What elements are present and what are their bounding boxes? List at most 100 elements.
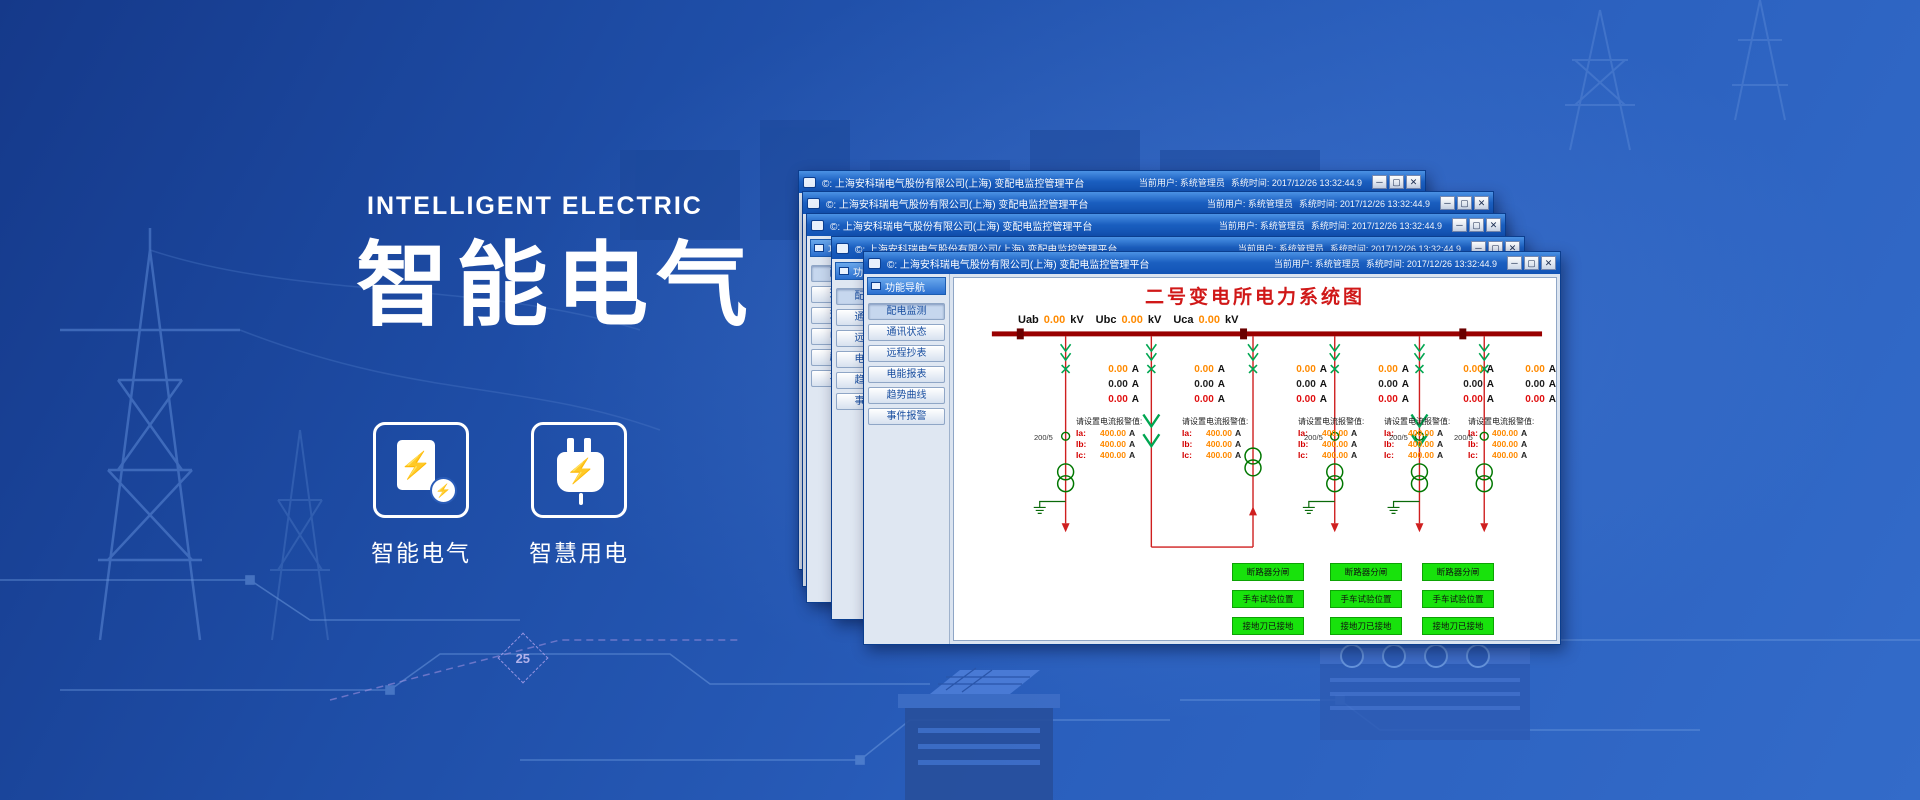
- feature-smart-power: ⚡ 智慧用电: [529, 422, 629, 568]
- plug-prong: [584, 438, 591, 453]
- status-label: 断路器分闸: [1330, 563, 1402, 581]
- window-title: ©: 上海安科瑞电气股份有限公司(上海) 变配电监控管理平台: [830, 221, 1093, 233]
- window-titlebar[interactable]: ©: 上海安科瑞电气股份有限公司(上海) 变配电监控管理平台 当前用户: 系统管…: [864, 252, 1560, 274]
- window-title: ©: 上海安科瑞电气股份有限公司(上海) 变配电监控管理平台: [887, 259, 1150, 271]
- system-time-label: 系统时间: 2017/12/26 13:32:44.9: [1230, 177, 1362, 188]
- breaker-symbols: [1059, 343, 1490, 374]
- window-titlebar[interactable]: ©: 上海安科瑞电气股份有限公司(上海) 变配电监控管理平台 当前用户: 系统管…: [807, 214, 1505, 236]
- close-button[interactable]: ✕: [1541, 256, 1556, 270]
- ct-ratio-label: 200/5: [1304, 433, 1323, 442]
- window-icon: [803, 176, 816, 188]
- window-titlebar[interactable]: ©: 上海安科瑞电气股份有限公司(上海) 变配电监控管理平台 当前用户: 系统管…: [799, 171, 1425, 193]
- close-button[interactable]: ✕: [1486, 218, 1501, 232]
- maximize-button[interactable]: ▢: [1469, 218, 1484, 232]
- app-window-front[interactable]: ©: 上海安科瑞电气股份有限公司(上海) 变配电监控管理平台 当前用户: 系统管…: [863, 251, 1561, 645]
- voltage-value: 0.00: [1121, 314, 1143, 326]
- ct-symbols: [1060, 431, 1489, 441]
- nav-item-0[interactable]: 配电监测: [868, 303, 945, 320]
- status-label: 断路器分闸: [1422, 563, 1494, 581]
- close-button[interactable]: ✕: [1474, 196, 1489, 210]
- window-titlebar[interactable]: ©: 上海安科瑞电气股份有限公司(上海) 变配电监控管理平台 当前用户: 系统管…: [803, 192, 1493, 214]
- meter-badge-shape: ⚡: [430, 477, 457, 504]
- meter-body-shape: ⚡: [397, 440, 435, 490]
- load-arrow-icons: [1061, 506, 1489, 533]
- nav-item-1[interactable]: 通讯状态: [868, 324, 945, 341]
- window-icon: [807, 197, 820, 209]
- nav-item-3[interactable]: 电能报表: [868, 366, 945, 383]
- current-user-label: 当前用户: 系统管理员: [1237, 243, 1324, 254]
- monitor-icon: [814, 244, 824, 252]
- voltage-value: 0.00: [1198, 314, 1220, 326]
- voltage-label: Ubc: [1095, 314, 1117, 326]
- window-controls: ─▢✕: [1452, 218, 1501, 232]
- voltage-unit: kV: [1070, 314, 1084, 326]
- plug-cable: [579, 493, 583, 505]
- minimize-button[interactable]: ─: [1452, 218, 1467, 232]
- nav-header-label: 功能导航: [885, 282, 925, 294]
- close-button[interactable]: ✕: [1406, 175, 1421, 189]
- nav-item-4[interactable]: 趋势曲线: [868, 387, 945, 404]
- alarm-title: 请设置电流报警值:: [1076, 417, 1143, 426]
- nav-sidebar: 功能导航 配电监测通讯状态远程抄表电能报表趋势曲线事件报警: [864, 274, 950, 644]
- maximize-button[interactable]: ▢: [1389, 175, 1404, 189]
- status-label: 手车试验位置: [1232, 590, 1304, 608]
- alarm-title: 请设置电流报警值:: [1384, 417, 1451, 426]
- nav-item-2[interactable]: 远程抄表: [868, 345, 945, 362]
- status-label: 断路器分闸: [1232, 563, 1304, 581]
- minimize-button[interactable]: ─: [1372, 175, 1387, 189]
- voltage-unit: kV: [1147, 314, 1162, 326]
- nav-item-5[interactable]: 事件报警: [868, 408, 945, 425]
- window-title: ©: 上海安科瑞电气股份有限公司(上海) 变配电监控管理平台: [822, 178, 1085, 190]
- system-time-label: 系统时间: 2017/12/26 13:32:44.9: [1310, 220, 1442, 231]
- minimize-button[interactable]: ─: [1507, 256, 1522, 270]
- page-title: 智能电气: [356, 235, 757, 337]
- feature-smart-electric: ⚡ ⚡ 智能电气: [371, 422, 471, 568]
- maximize-button[interactable]: ▢: [1457, 196, 1472, 210]
- transformer-symbols: [1056, 447, 1493, 493]
- flow-arrow-icons: [1142, 413, 1429, 449]
- plug-body-shape: ⚡: [557, 452, 604, 492]
- single-line-diagram: [991, 328, 1543, 548]
- current-user-label: 当前用户: 系统管理员: [1206, 198, 1293, 209]
- voltage-unit: kV: [1224, 314, 1239, 326]
- alarm-title: 请设置电流报警值:: [1298, 417, 1365, 426]
- maximize-button[interactable]: ▢: [1524, 256, 1539, 270]
- minimize-button[interactable]: ─: [1440, 196, 1455, 210]
- current-user-label: 当前用户: 系统管理员: [1138, 177, 1225, 188]
- distance-marker-label: 25: [515, 650, 531, 666]
